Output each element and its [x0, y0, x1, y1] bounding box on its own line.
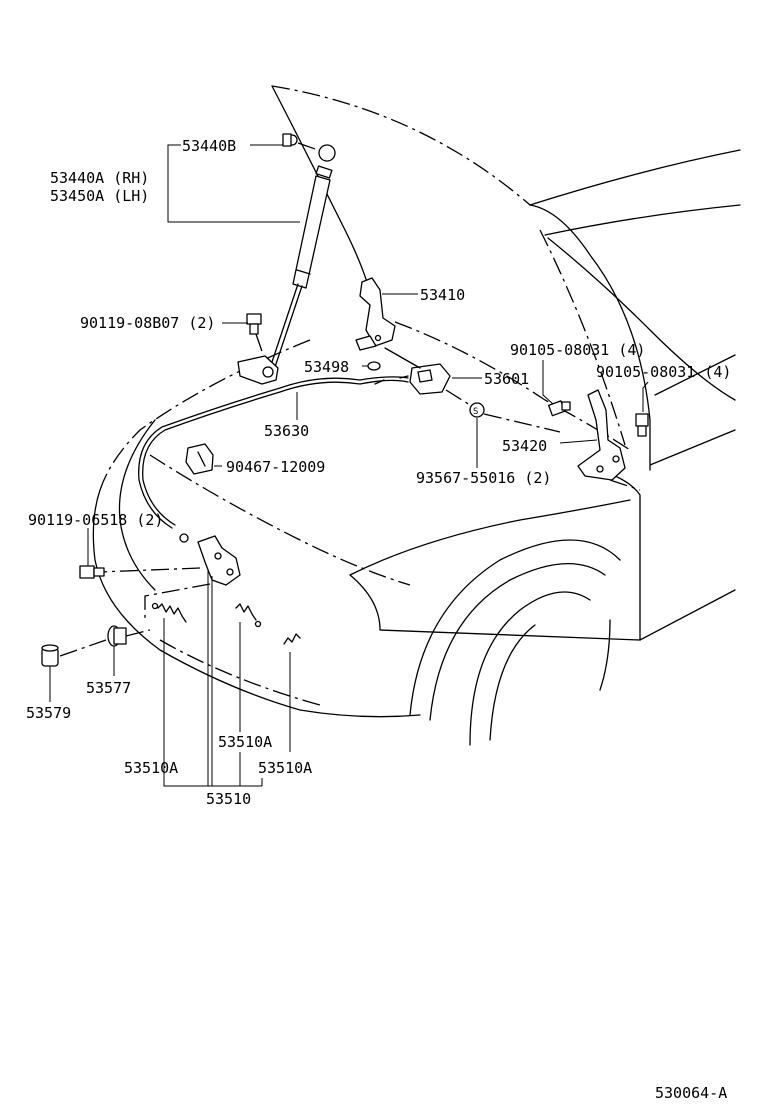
label-53510a-right: 53510A	[258, 759, 312, 777]
label-53440a: 53440A (RH)	[50, 169, 149, 187]
cushion-53577	[107, 625, 151, 647]
hood-hinge-53410	[355, 277, 396, 351]
label-53630: 53630	[264, 422, 309, 440]
label-53577: 53577	[86, 679, 131, 697]
label-90119-08b07: 90119-08B07 (2)	[80, 314, 215, 332]
label-53510a-mid: 53510A	[218, 733, 272, 751]
label-53410: 53410	[420, 286, 465, 304]
figure-code: 530064-A	[655, 1084, 727, 1102]
label-53579: 53579	[26, 704, 71, 722]
leader-lines	[49, 144, 649, 787]
label-53498: 53498	[304, 358, 349, 376]
spring-right	[283, 633, 301, 645]
hood-lock-53510	[99, 535, 241, 620]
s-mark: S	[473, 407, 478, 417]
clamp-90467-12009	[185, 443, 214, 475]
cap-53579	[41, 639, 107, 667]
label-53450a: 53450A (LH)	[50, 187, 149, 205]
car-body-outline	[92, 85, 741, 746]
label-93567-55016: 93567-55016 (2)	[416, 469, 551, 487]
release-cable-53630	[138, 375, 409, 543]
label-90467-12009: 90467-12009	[226, 458, 325, 476]
hood-hinge-53420	[577, 389, 641, 491]
label-53510: 53510	[206, 790, 251, 808]
label-53420: 53420	[502, 437, 547, 455]
hood-support-strut	[269, 144, 336, 371]
label-90105-right: 90105-08031 (4)	[596, 363, 731, 381]
label-90105-left: 90105-08031 (4)	[510, 341, 645, 359]
label-53510a-left: 53510A	[124, 759, 178, 777]
bolt-90119-08b07	[246, 313, 266, 361]
bolt-90105-right	[635, 413, 649, 437]
clip-53498	[367, 361, 381, 371]
label-53440b: 53440B	[182, 137, 236, 155]
bolt-90119-06518	[79, 565, 105, 579]
release-lever-53601	[384, 347, 561, 433]
label-53601: 53601	[484, 370, 529, 388]
strut-lower-bracket	[237, 355, 279, 385]
ball-stud-53440b	[282, 133, 319, 151]
spring-left	[151, 602, 187, 623]
label-90119-06518: 90119-06518 (2)	[28, 511, 163, 529]
bolt-90105-left	[548, 400, 571, 417]
part-labels: 53440B 53440A (RH) 53450A (LH) 90119-08B…	[26, 137, 731, 1102]
spring-middle	[235, 603, 262, 628]
